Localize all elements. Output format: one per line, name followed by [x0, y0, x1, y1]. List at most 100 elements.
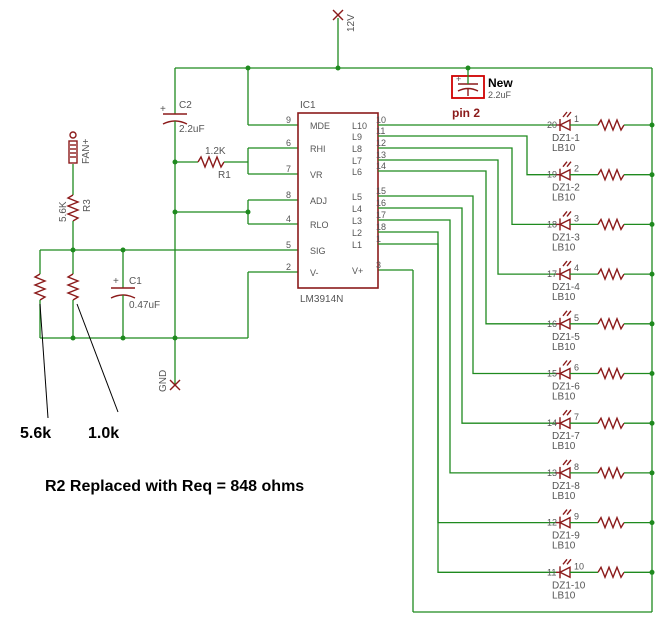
- ic-pin-label: L10: [352, 121, 367, 131]
- led-part: LB10: [552, 342, 576, 353]
- led-pin-a: 20: [547, 120, 557, 130]
- led-ref: DZ1-10: [552, 580, 586, 591]
- vcc-rail: [175, 18, 653, 613]
- ic-pin-label: L1: [352, 240, 362, 250]
- ic-body: [297, 112, 379, 289]
- led-pin-b: 10: [574, 561, 584, 571]
- c2-ref: C2: [179, 100, 192, 111]
- r1-ref: R1: [218, 170, 231, 181]
- led-part: LB10: [552, 193, 576, 204]
- ic-pin-number: 12: [376, 138, 386, 148]
- ic-pin-number: 16: [376, 198, 386, 208]
- led-ref: DZ1-1: [552, 133, 580, 144]
- annotation-5k6: 5.6k: [20, 425, 51, 442]
- led-pin-a: 17: [547, 269, 557, 279]
- led-pin-a: 14: [547, 418, 557, 428]
- led-part: LB10: [552, 441, 576, 452]
- ic-pin-number: 13: [376, 150, 386, 160]
- led-pin-a: 16: [547, 319, 557, 329]
- ic-pin-number: 10: [376, 115, 386, 125]
- led-part: LB10: [552, 242, 576, 253]
- ic-pin-number: 9: [286, 115, 291, 125]
- led-ref: DZ1-5: [552, 332, 580, 343]
- vcc-label: 12V: [346, 14, 357, 32]
- capacitor-c1: [110, 250, 136, 338]
- ic-ref: IC1: [300, 100, 316, 111]
- gnd-label: GND: [158, 370, 169, 392]
- annotation-note: R2 Replaced with Req = 848 ohms: [45, 478, 304, 495]
- led-ref: DZ1-7: [552, 431, 580, 442]
- r3-ref: R3: [82, 199, 93, 212]
- ic-pin-label: RHI: [310, 144, 326, 154]
- ic-pin-label: VR: [310, 170, 323, 180]
- c1-ref: C1: [129, 276, 142, 287]
- ic-pin-label: MDE: [310, 121, 330, 131]
- resistor-1k0: [66, 250, 80, 338]
- ic-pin-label: L6: [352, 167, 362, 177]
- led-pin-a: 15: [547, 369, 557, 379]
- c2-plus: +: [160, 104, 166, 115]
- resistor-5k6: [33, 250, 47, 338]
- ic-pin-label: L9: [352, 132, 362, 142]
- ic-pin-number: 5: [286, 240, 291, 250]
- annotation-1k0: 1.0k: [88, 425, 119, 442]
- ground-net: [40, 212, 298, 391]
- led-pin-b: 1: [574, 114, 579, 124]
- led-part: LB10: [552, 143, 576, 154]
- fan-label: FAN+: [81, 139, 92, 164]
- ic-pin-number: 8: [286, 190, 291, 200]
- led-pin-b: 6: [574, 363, 579, 373]
- new-cap-value: 2.2uF: [488, 90, 512, 100]
- led-pin-a: 19: [547, 170, 557, 180]
- ic-pin-number: 2: [286, 262, 291, 272]
- ic-pin-label: L4: [352, 204, 362, 214]
- resistor-r1: [172, 147, 298, 175]
- new-cap-pin-note: pin 2: [452, 106, 480, 120]
- capacitor-c2: [162, 68, 188, 212]
- led-pin-a: 11: [547, 567, 556, 577]
- ic-pin-label: L2: [352, 228, 362, 238]
- ic-pin-label: SIG: [310, 246, 326, 256]
- ic-pin-label: L3: [352, 216, 362, 226]
- r1-value: 1.2K: [205, 146, 226, 157]
- new-capacitor: [451, 68, 485, 99]
- led-pin-b: 9: [574, 512, 579, 522]
- led-part: LB10: [552, 541, 576, 552]
- ic-pin-label: V-: [310, 268, 319, 278]
- led-part: LB10: [552, 590, 576, 601]
- r3-value: 5.6K: [58, 201, 69, 222]
- led-part: LB10: [552, 491, 576, 502]
- fan-connector: [68, 131, 78, 164]
- ic-pin-number: 11: [376, 126, 385, 136]
- ic-pin-label: L5: [352, 192, 362, 202]
- ic-pin-label: ADJ: [310, 196, 327, 206]
- ic-pin-number: 14: [376, 161, 386, 171]
- led-part: LB10: [552, 292, 576, 303]
- ic-pin-number: 1: [376, 234, 381, 244]
- ic-pin-number: 18: [376, 222, 386, 232]
- led-pin-a: 18: [547, 219, 557, 229]
- led-ref: DZ1-9: [552, 531, 580, 542]
- c2-value: 2.2uF: [179, 124, 205, 135]
- led-ref: DZ1-4: [552, 282, 580, 293]
- ic-pin-number: 15: [376, 186, 386, 196]
- ic-pin-number: 17: [376, 210, 386, 220]
- led-pin-b: 2: [574, 164, 579, 174]
- c1-value: 0.47uF: [129, 300, 160, 311]
- vcc-symbol: [332, 9, 344, 21]
- led-pin-b: 8: [574, 462, 579, 472]
- led-wires: [378, 124, 556, 573]
- resistor-r3: [66, 164, 80, 250]
- led-ref: DZ1-3: [552, 232, 580, 243]
- ic-pin-label: L8: [352, 144, 362, 154]
- led-bank: 201DZ1-1LB10192DZ1-2LB10183DZ1-3LB10174D…: [547, 111, 655, 601]
